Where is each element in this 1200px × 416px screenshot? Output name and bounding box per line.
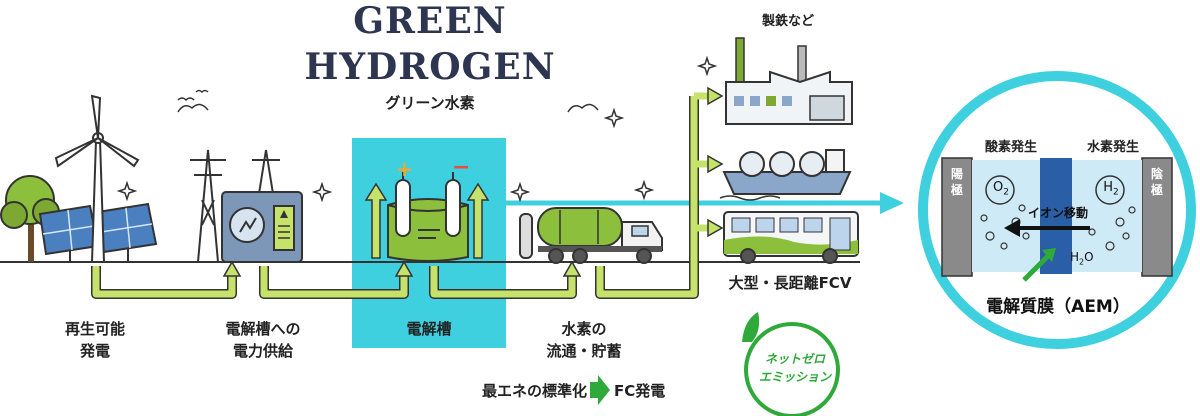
cloud-icon: [567, 103, 599, 113]
label-steel: 製鉄など: [761, 14, 814, 29]
title-green: GREEN: [353, 0, 507, 42]
electrolyzer-icon: + −: [387, 155, 470, 262]
label-renewable: 再生可能発電: [64, 320, 125, 360]
fcv-bus-icon: [723, 211, 859, 264]
membrane-pointer-head: [1042, 248, 1056, 262]
label-o2: O2: [993, 180, 1009, 198]
label-hydrogen-gen: 水素発生: [1086, 140, 1139, 155]
label-fc-power: FC発電: [614, 382, 666, 400]
membrane-pointer: [1022, 254, 1050, 282]
hydrogen-truck-icon: [519, 207, 663, 264]
wind-turbine-icon: [54, 94, 140, 263]
o2-bubble: [985, 175, 1015, 205]
net-zero-badge: [742, 312, 840, 416]
label-standardization: 最エネの標準化: [481, 382, 587, 400]
membrane: [1040, 158, 1072, 274]
svg-text:−: −: [452, 155, 470, 180]
label-storage: 水素の流通・貯蓄: [546, 320, 622, 360]
power-pylon-icon: [190, 149, 226, 263]
transformer-icon: [221, 191, 303, 263]
cloud-icon: [177, 103, 209, 113]
cathode-electrode: [1141, 157, 1173, 277]
title-jp: グリーン水素: [385, 94, 475, 112]
label-membrane: 電解質膜（AEM）: [986, 297, 1130, 317]
factory-icon: [725, 37, 853, 125]
svg-text:+: +: [396, 157, 413, 181]
power-pylon-icon: [252, 149, 280, 201]
standard-arrow-icon: [590, 375, 610, 405]
bird-icon: [195, 89, 209, 94]
label-oxygen-gen: 酸素発生: [984, 140, 1037, 155]
title-hydrogen: HYDROGEN: [304, 46, 556, 88]
leaf-icon: [742, 312, 760, 342]
badge-text: ネットゼロエミッション: [758, 352, 831, 384]
h2-bubble: [1095, 175, 1125, 205]
arrowhead: [222, 86, 724, 277]
label-cathode: 陰極: [1150, 167, 1163, 197]
sparkle-icon: [116, 55, 718, 203]
label-fcv: 大型・長距離FCV: [728, 274, 852, 292]
flow-arrowhead: [880, 192, 904, 214]
small-bubbles: [980, 204, 1136, 251]
detail-circle: [918, 71, 1196, 349]
label-h2: H2: [1103, 180, 1119, 198]
label-power-supply: 電解槽への電力供給: [225, 320, 301, 360]
ship-icon: [719, 149, 852, 201]
label-anode: 陽極: [950, 167, 963, 197]
solar-panel-icon: [38, 202, 158, 262]
label-ion-transfer: イオン移動: [1027, 206, 1088, 220]
up-arrow-icon: [364, 182, 490, 259]
ion-arrowhead: [1004, 219, 1020, 237]
label-h2o: H2O: [1070, 250, 1094, 267]
label-electrolyzer: 電解槽: [406, 320, 452, 338]
bird-icon: [177, 97, 195, 102]
